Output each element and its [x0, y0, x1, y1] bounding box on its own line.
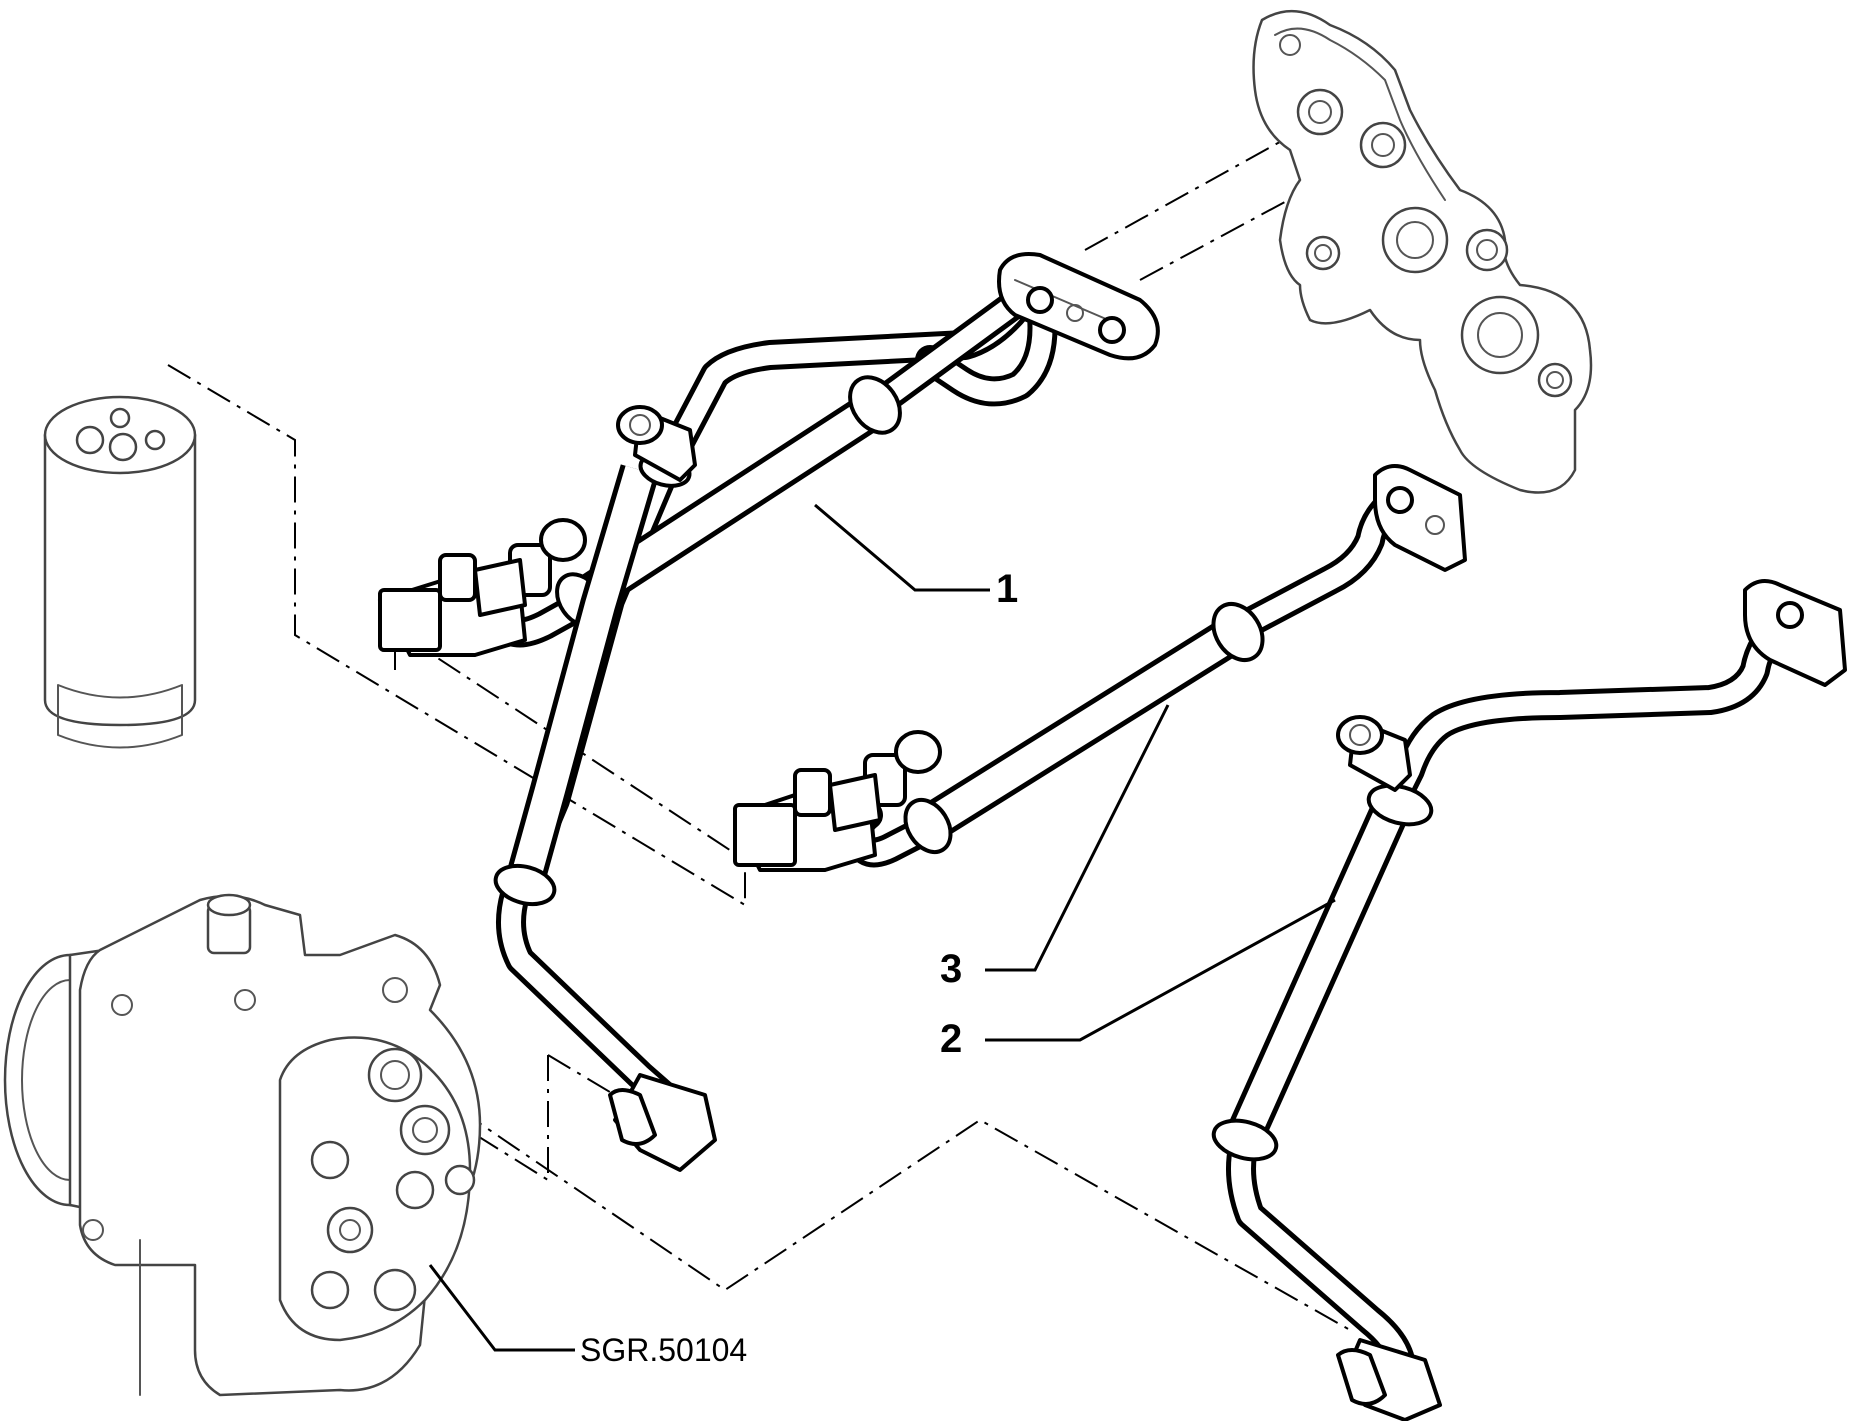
callout-label-1: 1 — [996, 567, 1018, 611]
pipe-assembly-1 — [378, 252, 1160, 1172]
callout-3: 3 — [940, 704, 1170, 991]
callout-2: 2 — [940, 898, 1336, 1061]
callout-label-3: 3 — [940, 947, 962, 991]
callout-1: 1 — [814, 503, 1018, 611]
pipe-assembly-2 — [1211, 579, 1847, 1421]
callout-sgr-50104: SGR.50104 — [428, 1264, 747, 1368]
receiver-drier — [43, 395, 197, 749]
callout-label-sgr: SGR.50104 — [580, 1332, 747, 1368]
callout-label-2: 2 — [940, 1017, 962, 1061]
compressor — [3, 893, 482, 1397]
pipe-assembly-3 — [733, 464, 1467, 872]
evaporator-flange-plate — [1252, 9, 1593, 494]
